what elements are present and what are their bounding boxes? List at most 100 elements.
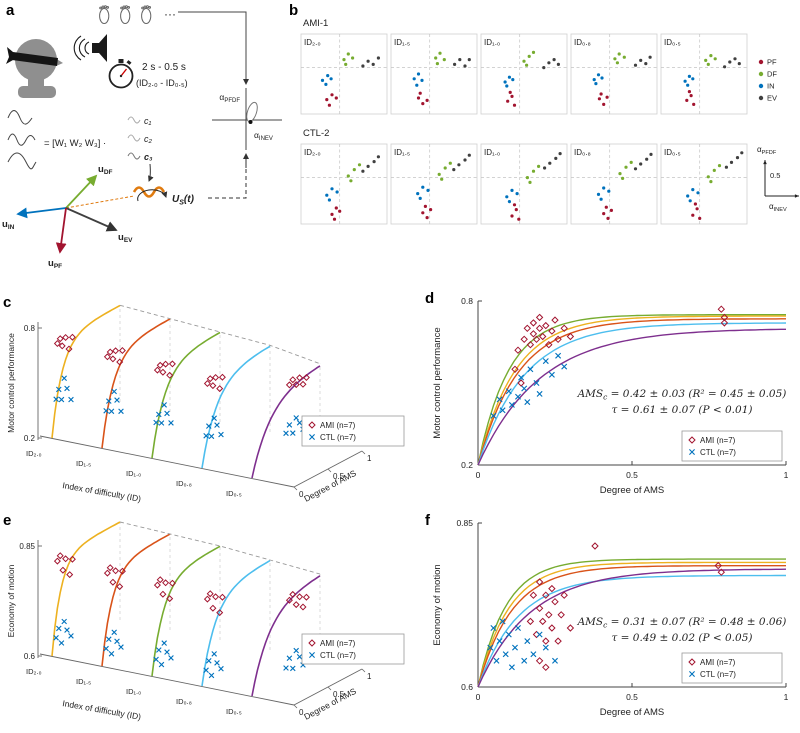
ctl-point [156, 411, 162, 418]
scatter-point-ev [453, 62, 457, 66]
stimulus-duration-range: (ID₂.₀ - ID₀.₅) [136, 78, 188, 88]
scatter-point-in [515, 192, 519, 196]
scatter-point-ev [463, 64, 467, 68]
u-df-label: uDF [98, 164, 113, 176]
ami-point [548, 327, 556, 335]
u-df-arrow [65, 174, 98, 209]
legend-box [681, 652, 783, 684]
scatter-point-df [615, 61, 619, 65]
scatter-point-in [594, 82, 598, 86]
scatter-point-pf [429, 208, 433, 212]
fit-curve-4 [477, 574, 786, 688]
ami-point [520, 335, 528, 344]
scatter-point-ev [558, 152, 562, 156]
legend-label: AMI (n=7) [320, 639, 356, 648]
u-ev-label: uEV [118, 232, 133, 244]
scatter-point-in [511, 78, 515, 82]
scatter-point-pf [330, 93, 334, 97]
ami-point [109, 355, 117, 363]
scatter-point-pf [510, 94, 514, 98]
ami-point [118, 567, 126, 575]
ctl-point [53, 396, 59, 402]
ctl-point [208, 433, 215, 440]
ami-point [688, 658, 696, 666]
group-label: AMI-1 [303, 18, 328, 29]
ami-point [203, 379, 211, 388]
ctl-point [111, 629, 117, 636]
scatter-point-df [717, 164, 722, 168]
tile-frame [390, 33, 478, 115]
ctl-point [106, 398, 112, 404]
scatter-point-pf [338, 209, 342, 213]
fit-curve-1 [51, 304, 121, 439]
ctl-point [521, 657, 528, 664]
ctl-point [530, 651, 537, 658]
ami-point [566, 624, 575, 632]
id-tick-label: ID₁.₅ [76, 459, 91, 468]
scatter-point-pf [602, 102, 606, 106]
scatter-point-in [320, 78, 325, 82]
scatter-point-in [507, 75, 511, 79]
panel-a: ··· [0, 0, 285, 295]
ami-point [529, 319, 538, 327]
scatter-point-ev [467, 153, 471, 157]
fit-curve-5 [251, 365, 321, 479]
ami-point [218, 593, 226, 601]
ctl-point [499, 407, 506, 414]
ctl-point [214, 660, 220, 666]
ami-point [292, 601, 300, 609]
scatter-point-df [437, 172, 441, 176]
ami-point [296, 374, 304, 382]
scatter-point-pf [330, 212, 334, 216]
ami-point [717, 305, 726, 313]
ams-tick-label: 1 [367, 672, 372, 681]
legend-label: EV [767, 94, 777, 103]
ctl-point [108, 408, 115, 415]
ctl-point [153, 656, 159, 663]
scatter-point-ev [728, 60, 732, 64]
y-axis-label: Economy of motion [432, 564, 443, 645]
scatter-point-in [415, 83, 419, 87]
ami-point [714, 561, 722, 570]
ctl-point [164, 649, 170, 655]
scatter-point-df [709, 54, 713, 58]
panel-label-e: e [3, 512, 12, 529]
scatter-point-ev [463, 158, 467, 162]
scatter-point-in [687, 74, 691, 78]
u-pf-arrow [55, 207, 67, 254]
ami-point [112, 567, 120, 575]
scatter-point-ev [376, 155, 380, 159]
scatter-point-df [344, 62, 348, 66]
ami-point [166, 371, 174, 379]
fit-curve-2 [477, 315, 786, 466]
scatter-point-pf [689, 94, 693, 98]
ami-point [542, 591, 550, 599]
x-tick-label: 0.5 [626, 692, 638, 702]
scatter-point-df [346, 174, 350, 178]
ctl-point [103, 645, 109, 652]
panel-a-svg: ··· [2, 5, 282, 270]
scatter-point-ev [554, 156, 558, 160]
ami-point [218, 373, 226, 381]
ctl-point [211, 415, 217, 421]
scatter-point-df [442, 58, 446, 62]
id-axis [39, 435, 295, 488]
fit-curve-1 [51, 521, 121, 657]
scatter-point-in [505, 84, 509, 88]
ami-point [206, 590, 214, 598]
ami-point [560, 591, 568, 599]
ctl-point [552, 657, 558, 664]
id-tick-label: ID₂.₀ [26, 667, 42, 676]
ami-point [535, 324, 544, 333]
coef-wave [127, 116, 141, 124]
scatter-point-in [688, 199, 692, 203]
ami-point [523, 324, 532, 333]
tile-id-label: ID₀.₈ [574, 38, 591, 47]
ctl-point [548, 371, 555, 378]
ctl-point [61, 618, 67, 625]
scatter-point-pf [421, 102, 425, 106]
ami-point [112, 347, 120, 355]
scatter-point-in [607, 189, 611, 193]
